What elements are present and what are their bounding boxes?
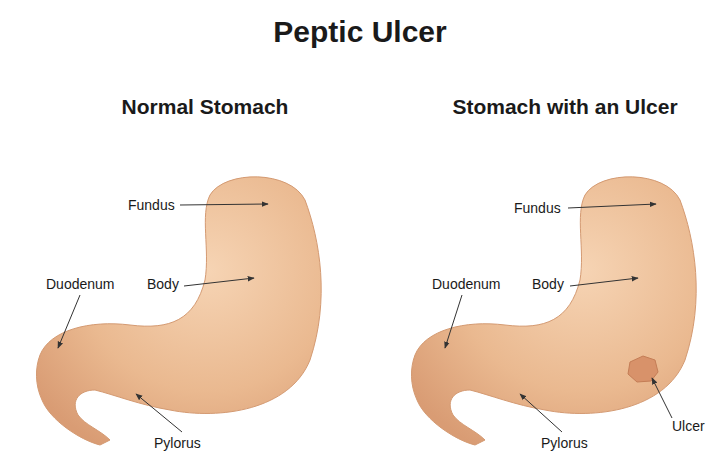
part-label: Fundus xyxy=(514,200,561,217)
ulcer-stomach xyxy=(411,177,696,445)
part-label: Ulcer xyxy=(672,418,705,435)
diagram-title: Peptic Ulcer xyxy=(273,14,446,50)
part-label: Fundus xyxy=(128,197,175,214)
part-label: Pylorus xyxy=(541,435,588,452)
ulcer-sore xyxy=(628,356,658,382)
part-label: Body xyxy=(147,276,179,293)
section-heading: Normal Stomach xyxy=(122,94,289,119)
normal-stomach xyxy=(36,177,321,445)
leader-lines xyxy=(58,204,672,432)
part-label: Body xyxy=(532,276,564,293)
part-label: Pylorus xyxy=(154,435,201,452)
part-label: Duodenum xyxy=(46,276,115,293)
part-label: Duodenum xyxy=(432,276,501,293)
section-heading: Stomach with an Ulcer xyxy=(452,94,677,119)
